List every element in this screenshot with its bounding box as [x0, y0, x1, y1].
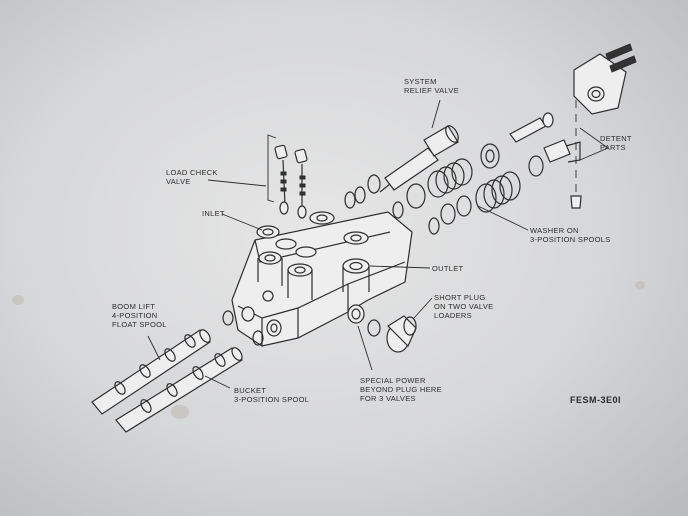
label-special-power: SPECIAL POWER BEYOND PLUG HERE FOR 3 VAL…	[360, 376, 442, 403]
paper-smudge	[171, 405, 189, 419]
spring-stack-lower	[440, 155, 544, 225]
valve-body	[231, 211, 413, 347]
leader-load-check	[207, 179, 267, 187]
leader-washer	[477, 205, 529, 231]
system-relief-valve	[379, 125, 459, 193]
leader-relief-valve	[431, 99, 441, 129]
label-short-plug: SHORT PLUG ON TWO VALVE LOADERS	[434, 293, 494, 320]
detent-parts	[509, 43, 637, 209]
leader-boom-lift	[147, 335, 161, 361]
leader-special-power	[357, 325, 373, 371]
figure-number: FESM-3E0I	[570, 395, 622, 405]
label-boom-lift: BOOM LIFT 4-POSITION FLOAT SPOOL	[112, 302, 167, 329]
label-load-check-valve: LOAD CHECK VALVE	[166, 168, 218, 186]
paper-smudge	[635, 281, 645, 289]
leader-lines	[147, 99, 529, 389]
label-system-relief-valve: SYSTEM RELIEF VALVE	[404, 77, 460, 95]
paper-smudge	[12, 295, 24, 305]
label-inlet: INLET	[202, 209, 225, 218]
short-plug	[386, 315, 417, 353]
label-detent-parts: DETENT PARTS	[600, 134, 632, 152]
leader-short-plug	[413, 297, 433, 319]
spring-stack-upper	[406, 143, 500, 209]
label-bucket: BUCKET 3-POSITION SPOOL	[234, 386, 310, 404]
label-outlet: OUTLET	[432, 264, 464, 273]
leader-inlet	[221, 213, 263, 231]
label-washer: WASHER ON 3-POSITION SPOOLS	[530, 226, 611, 244]
boom-lift-spool	[91, 329, 211, 415]
o-rings	[222, 174, 440, 346]
leader-outlet	[369, 265, 431, 269]
leader-bucket	[204, 375, 231, 389]
bucket-spool	[115, 347, 243, 433]
load-check-valve-parts	[267, 134, 308, 219]
